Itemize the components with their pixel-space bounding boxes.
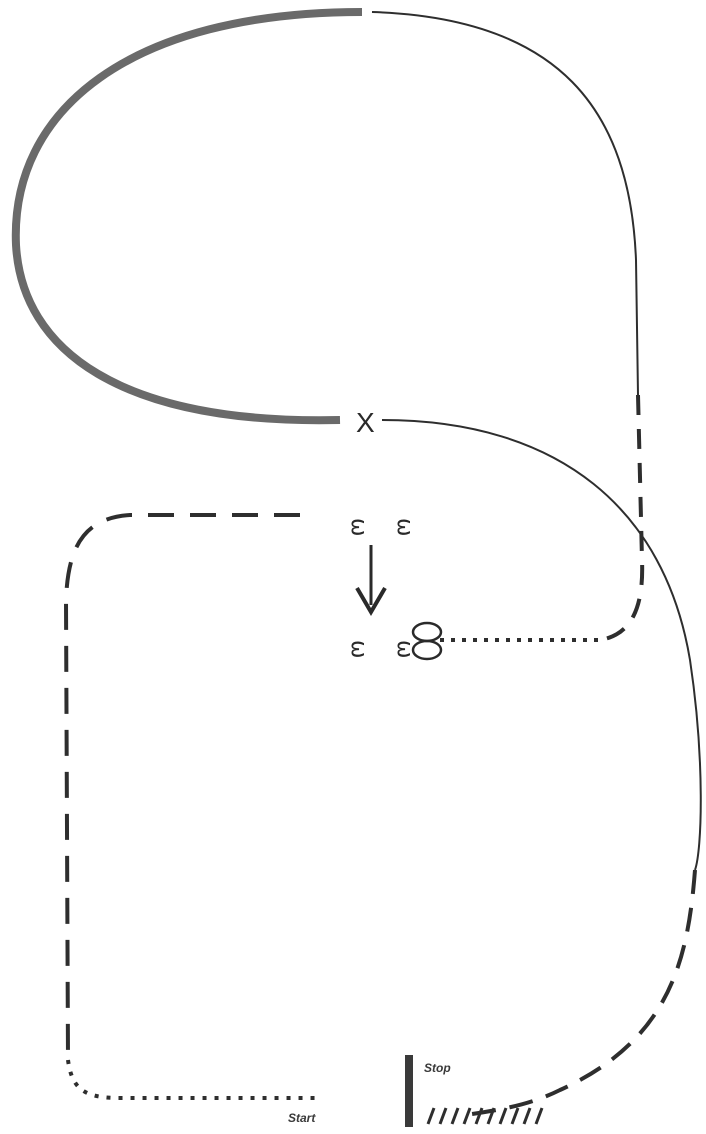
stop-bar — [405, 1055, 413, 1127]
hatch-mark — [474, 1107, 484, 1125]
dotted-strand-start — [66, 1059, 320, 1100]
thin-strand-top-right — [371, 11, 639, 396]
hatch-mark — [426, 1107, 436, 1125]
arrow-head-icon — [355, 586, 387, 616]
hairpin-icon-1: ω — [346, 518, 371, 536]
thin-strand-lower-right — [381, 419, 702, 871]
hatch-mark — [486, 1107, 496, 1125]
hatch-mark — [534, 1107, 544, 1125]
stop-label: Stop — [424, 1061, 451, 1075]
hatch-marks — [426, 1107, 544, 1125]
thick-strand-loop — [11, 8, 363, 425]
hairpin-icon-4: ω — [392, 640, 417, 658]
hatch-mark — [498, 1107, 508, 1125]
loop-icon-lower — [411, 639, 443, 661]
hairpin-icon-2: ω — [392, 518, 417, 536]
hatch-mark — [438, 1107, 448, 1125]
start-label: Start — [288, 1111, 316, 1125]
hatch-mark — [462, 1107, 472, 1125]
hatch-mark — [522, 1107, 532, 1125]
hairpin-icon-3: ω — [346, 640, 371, 658]
hatch-mark — [510, 1107, 520, 1125]
hatch-mark — [450, 1107, 460, 1125]
dashed-strand-right — [599, 394, 645, 642]
loop-icon-upper — [411, 621, 443, 643]
dashed-strand-to-stop — [464, 869, 697, 1117]
crossover-label: X — [356, 407, 375, 438]
dashed-strand-left-loop — [63, 513, 300, 1061]
